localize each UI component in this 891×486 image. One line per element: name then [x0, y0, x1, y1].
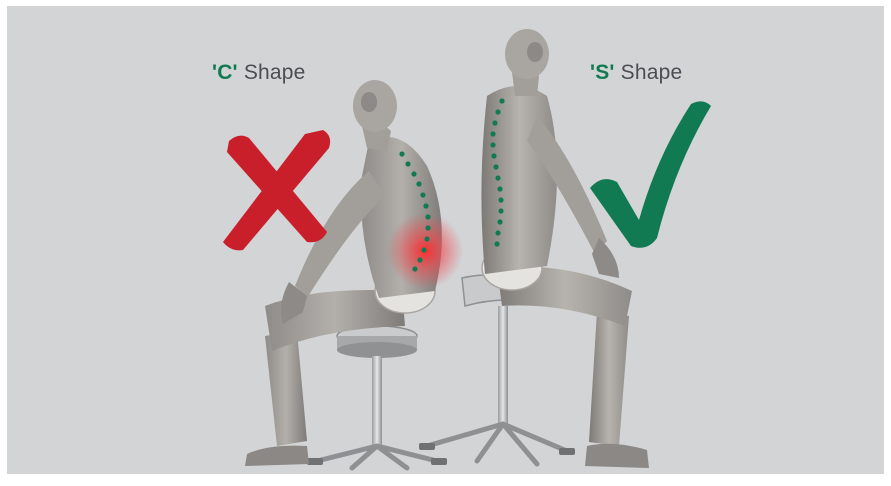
- slumped-figure: [245, 80, 463, 466]
- illustration-canvas: [7, 6, 884, 474]
- s-shape-label: 'S' Shape: [590, 61, 682, 85]
- posture-illustration: 'C' Shape 'S' Shape: [7, 6, 884, 474]
- c-shape-label: 'C' Shape: [212, 61, 306, 85]
- check-mark-icon: [590, 101, 711, 247]
- cross-mark-icon: [223, 130, 330, 250]
